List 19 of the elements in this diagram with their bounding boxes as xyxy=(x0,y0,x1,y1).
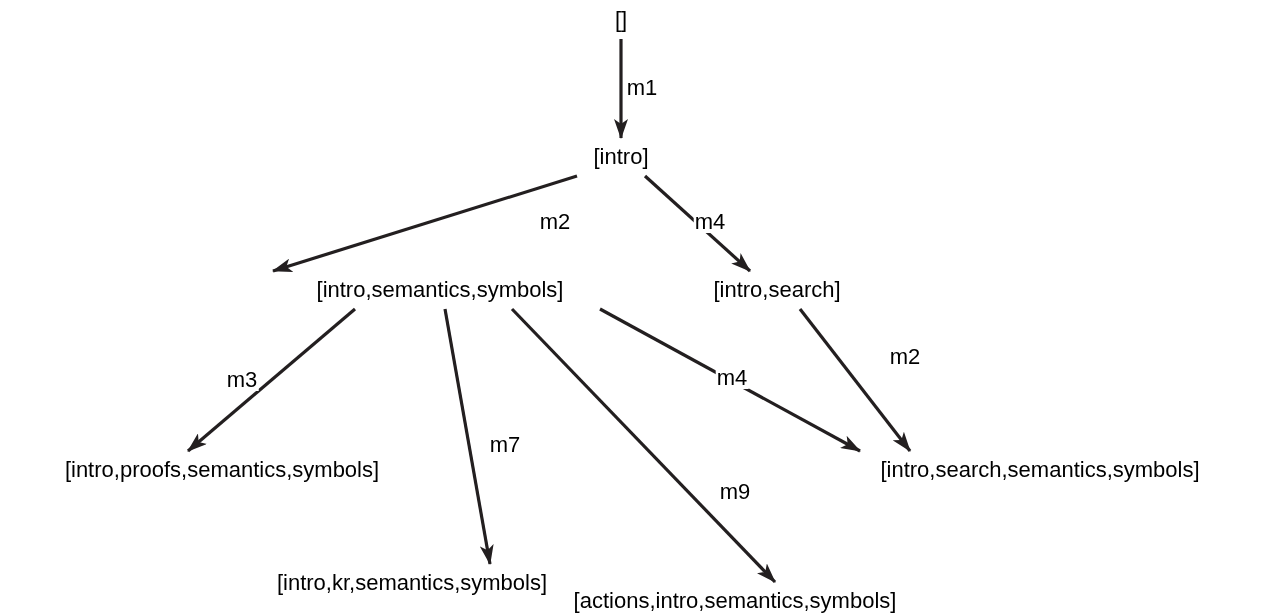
list-node-label: [intro] xyxy=(589,138,653,176)
edge-label: m3 xyxy=(225,369,259,391)
list-node-label: [intro,search] xyxy=(709,271,845,309)
arrow xyxy=(614,39,628,139)
arrow xyxy=(599,307,861,453)
arrow xyxy=(272,174,578,273)
edge-label: m4 xyxy=(693,211,727,233)
arrow xyxy=(798,308,912,452)
arrow xyxy=(510,307,777,584)
list-node-label: [intro,kr,semantics,symbols] xyxy=(272,564,552,602)
arrow xyxy=(643,174,752,273)
list-node-label: [actions,intro,semantics,symbols] xyxy=(569,582,901,616)
arrow xyxy=(443,308,494,565)
edge-label: m4 xyxy=(715,367,749,389)
list-node-label: [] xyxy=(610,1,632,39)
list-node-label: [intro,search,semantics,symbols] xyxy=(876,451,1204,489)
list-node-label: [intro,semantics,symbols] xyxy=(312,271,568,309)
list-node-label: [intro,proofs,semantics,symbols] xyxy=(60,451,384,489)
arrow xyxy=(186,307,357,453)
